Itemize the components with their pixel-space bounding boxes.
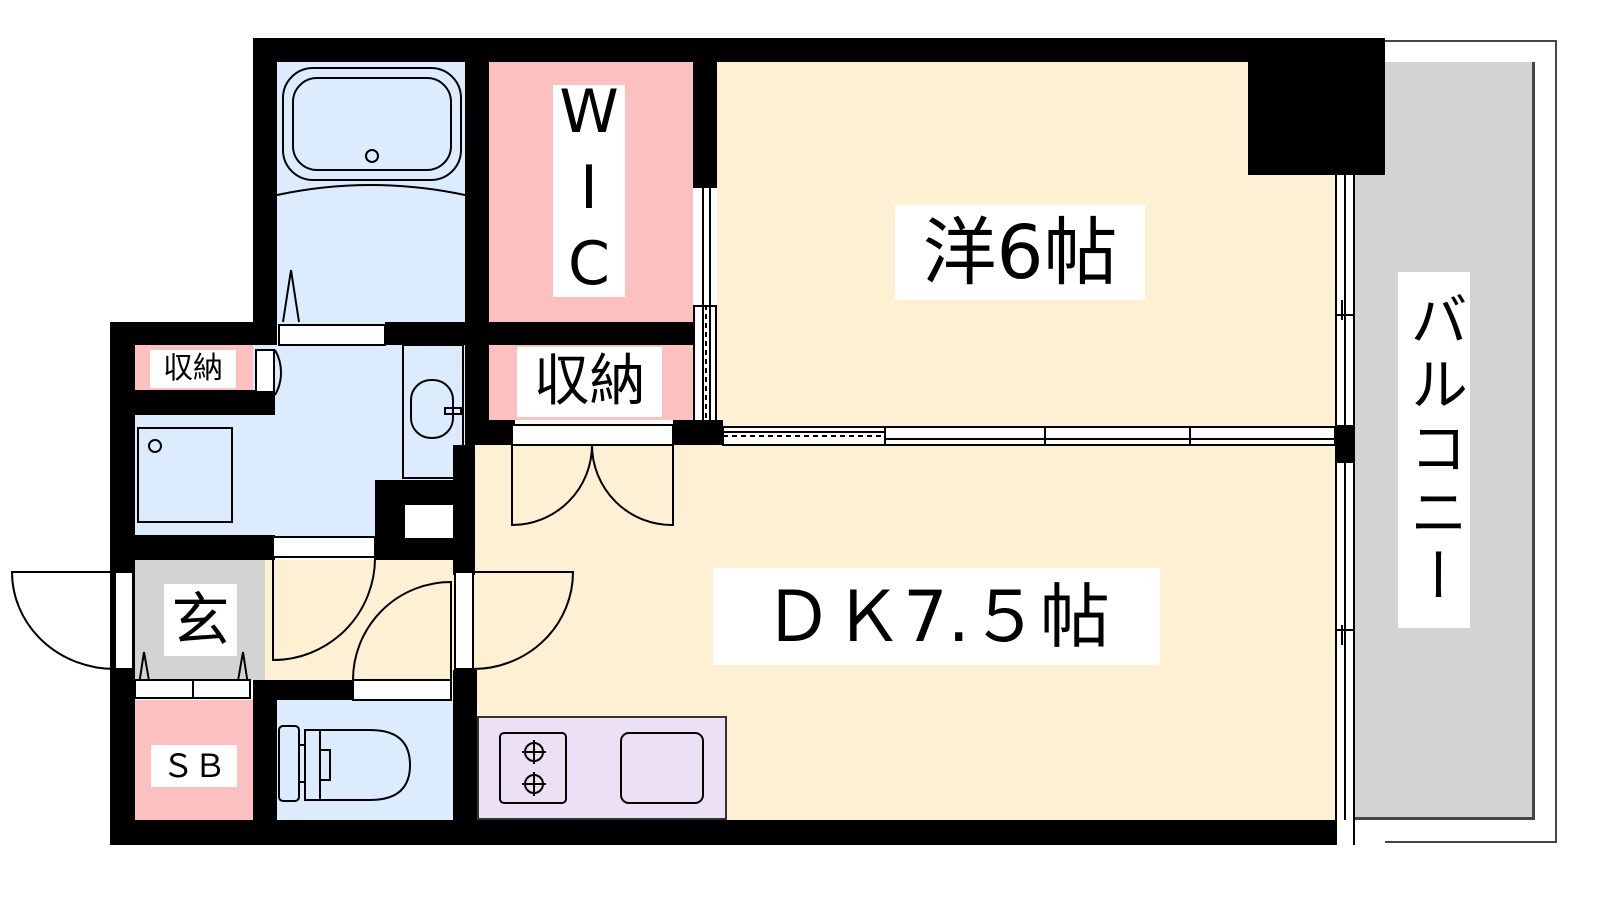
pillar-mid	[1335, 425, 1355, 463]
wic-label: WIC	[553, 77, 625, 305]
dk-label: ＤＫ7.５帖	[713, 568, 1160, 665]
washing-machine-icon	[137, 427, 233, 523]
wall-left-top	[110, 322, 277, 345]
shoe-box-label: ＳＢ	[151, 745, 237, 787]
wall-storage-dk-2	[673, 420, 723, 445]
western-room-label: 洋6帖	[895, 205, 1145, 300]
wall-bath-wic	[465, 38, 489, 445]
bathtub-icon	[282, 67, 462, 181]
balcony-outline	[1385, 40, 1557, 843]
toilet-icon	[278, 725, 300, 802]
sink-icon	[620, 732, 704, 804]
wall-wash-bottom	[110, 535, 275, 560]
storage-main-label: 収納	[517, 347, 662, 417]
wall-hall-right-2	[453, 670, 477, 820]
stove-icon	[499, 732, 567, 804]
pillar	[1248, 38, 1385, 175]
wall-bottom	[110, 820, 1355, 845]
hallway	[265, 560, 457, 680]
wall-upper-left	[253, 38, 277, 338]
wall-hall-bottom	[253, 680, 353, 700]
entrance-label: 玄	[164, 584, 237, 656]
storage-small-label: 収納	[150, 350, 236, 388]
washbasin-icon	[402, 344, 464, 479]
wall-wic-storage	[385, 322, 693, 345]
wall-sb-toilet	[253, 680, 277, 820]
shaft	[405, 505, 453, 538]
wall-top	[253, 38, 1385, 62]
bathroom	[277, 62, 465, 324]
wall-wic-western	[693, 38, 717, 188]
balcony-label: バルコニー	[1398, 272, 1470, 628]
wall-small-storage	[135, 390, 275, 415]
wall-storage-dk	[465, 420, 515, 445]
